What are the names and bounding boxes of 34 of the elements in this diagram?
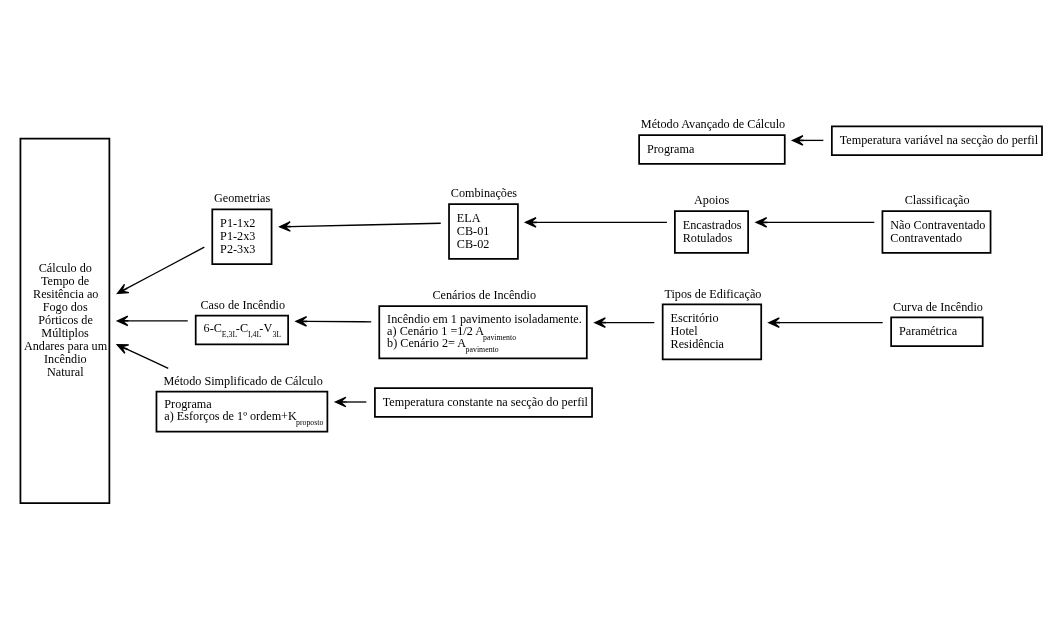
- node-box: Programa: [638, 134, 786, 165]
- arrow: [791, 135, 824, 146]
- node-box: Incêndio em 1 pavimento isoladamente. a) Cenário 1 =1/2 A$_{pavimento}$ b) Cenário 2= A$_{pavimento}$: [378, 305, 588, 360]
- node-label: Geometrias: [214, 191, 271, 206]
- arrow: [524, 217, 668, 228]
- node-box: Temperatura constante na secção do perfil: [374, 387, 593, 418]
- node-box: Programa a) Esforços de 1º ordem+K$_{proposto}$: [155, 390, 329, 433]
- arrow: [279, 221, 442, 232]
- node-label: Método Avançado de Cálculo: [640, 117, 786, 132]
- node-label: Classificação: [904, 193, 970, 208]
- arrow: [116, 344, 169, 369]
- arrow: [768, 317, 884, 328]
- arrow: [334, 396, 367, 408]
- node-label: Cenários de Incêndio: [432, 288, 537, 303]
- arrow: [295, 316, 372, 327]
- node-label: Método Simplificado de Cálculo: [163, 373, 323, 388]
- arrow: [755, 217, 875, 228]
- node-label: Caso de Incêndio: [200, 297, 286, 312]
- node-box: Escritório Hotel Residência: [661, 303, 763, 361]
- node-box: 6-C$_{E,3L}$-C$_{I,4L}$-V$_{3L}$: [194, 314, 289, 346]
- node-label: Combinações: [450, 186, 518, 201]
- node-box: ELA CB-01 CB-02: [448, 203, 519, 260]
- arrow: [116, 315, 189, 327]
- node-box: Encastrados Rotulados: [674, 210, 749, 254]
- node-box: Cálculo do Tempo de Resitência ao Fogo dos Pórticos de Múltiplos Andares para um Incêndio Natural: [19, 137, 111, 504]
- node-box: Não Contraventado Contraventado: [881, 210, 992, 254]
- node-box: P1-1x2 P1-2x3 P2-3x3: [211, 208, 273, 266]
- node-label: Apoios: [694, 193, 730, 208]
- arrow: [116, 246, 205, 295]
- arrow: [594, 317, 655, 328]
- node-label: Tipos de Edificação: [664, 286, 762, 301]
- node-label: Curva de Incêndio: [892, 299, 983, 314]
- node-box: Temperatura variável na secção do perfil: [831, 125, 1043, 157]
- node-box: Paramétrica: [890, 316, 984, 348]
